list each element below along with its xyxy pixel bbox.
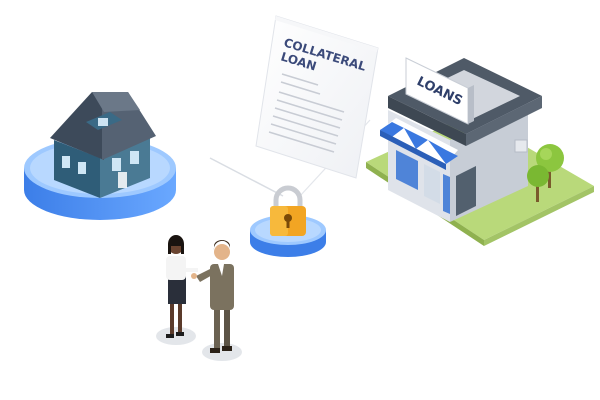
document-icon: COLLATERAL LOAN: [255, 15, 379, 179]
house-icon: [24, 92, 176, 220]
tree-icon: [527, 144, 564, 202]
handshake-people-icon: [156, 235, 242, 361]
handshake-hands: [191, 273, 197, 279]
woman-figure: [166, 235, 198, 338]
document-lines: [268, 73, 345, 153]
padlock-icon: [250, 185, 326, 257]
store-awning: [380, 118, 458, 170]
loan-store-icon: LOANS: [366, 57, 594, 246]
man-figure: [196, 240, 234, 353]
